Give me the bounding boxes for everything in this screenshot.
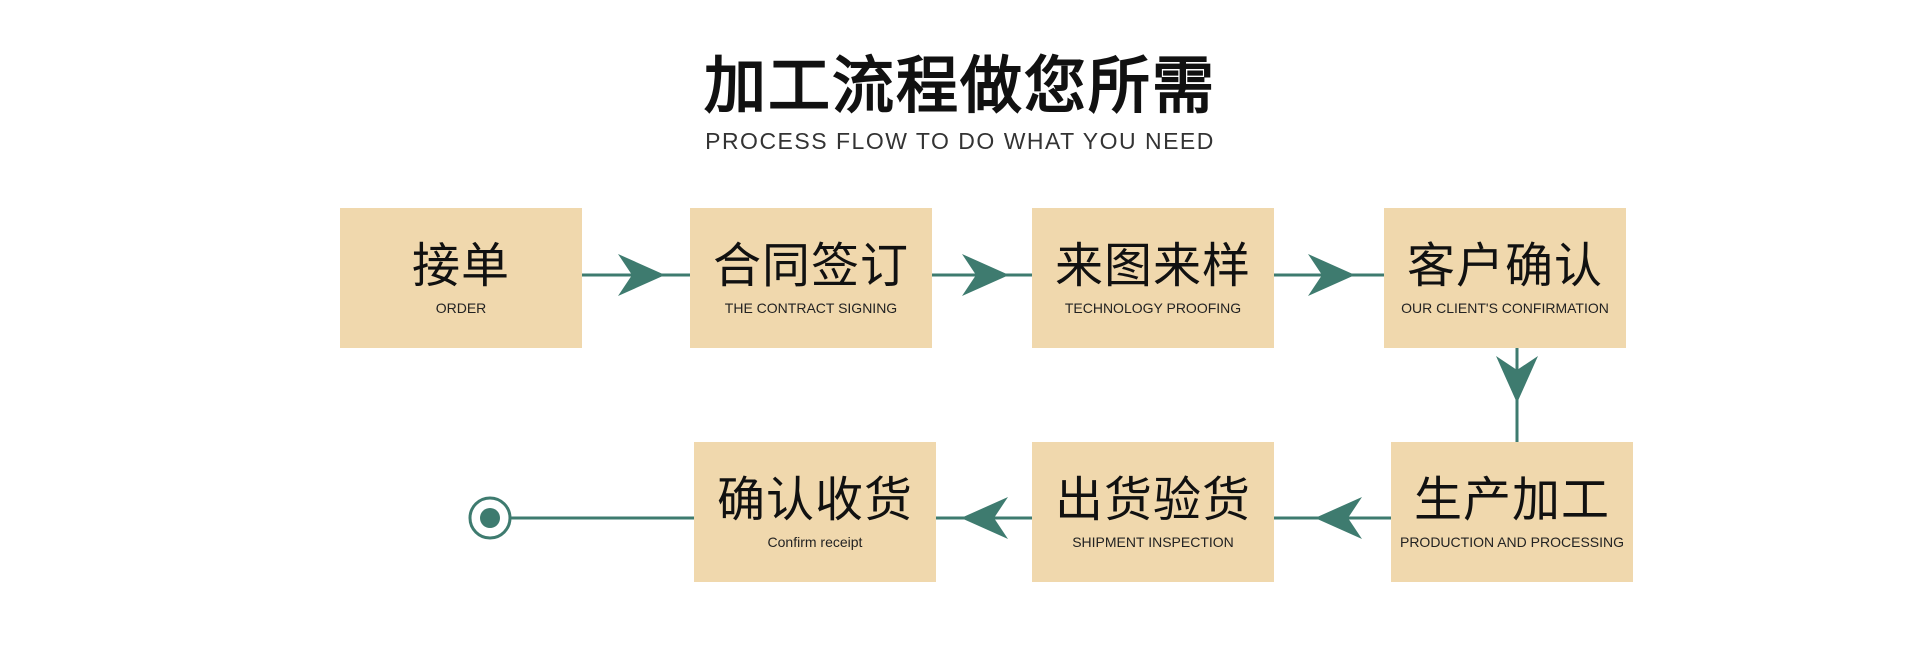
step-client-confirmation: 客户确认 OUR CLIENT'S CONFIRMATION bbox=[1384, 208, 1626, 348]
step-title-en: OUR CLIENT'S CONFIRMATION bbox=[1401, 300, 1609, 316]
step-title-en: THE CONTRACT SIGNING bbox=[724, 300, 898, 316]
step-title-en: TECHNOLOGY PROOFING bbox=[1064, 300, 1242, 316]
step-title-en: SHIPMENT INSPECTION bbox=[1072, 534, 1234, 550]
end-point-icon bbox=[468, 496, 512, 540]
step-production-processing: 生产加工 PRODUCTION AND PROCESSING bbox=[1391, 442, 1633, 582]
step-title-en: PRODUCTION AND PROCESSING bbox=[1399, 534, 1625, 550]
step-title-cn: 合同签订 bbox=[712, 238, 909, 294]
arrowhead-icon bbox=[1315, 497, 1362, 539]
step-title-cn: 生产加工 bbox=[1413, 472, 1610, 528]
step-title-en: Confirm receipt bbox=[767, 534, 863, 550]
step-title-cn: 客户确认 bbox=[1406, 238, 1603, 294]
step-shipment-inspection: 出货验货 SHIPMENT INSPECTION bbox=[1032, 442, 1274, 582]
arrowhead-icon bbox=[1308, 254, 1355, 296]
page-title: 加工流程做您所需 bbox=[703, 49, 1216, 122]
arrowhead-icon bbox=[961, 497, 1008, 539]
step-title-en: ORDER bbox=[435, 300, 487, 316]
step-title-cn: 确认收货 bbox=[716, 472, 913, 528]
arrowhead-icon bbox=[962, 254, 1009, 296]
step-contract-signing: 合同签订 THE CONTRACT SIGNING bbox=[690, 208, 932, 348]
step-title-cn: 出货验货 bbox=[1054, 472, 1251, 528]
arrowhead-icon bbox=[618, 254, 665, 296]
step-order: 接单 ORDER bbox=[340, 208, 582, 348]
step-technology-proofing: 来图来样 TECHNOLOGY PROOFING bbox=[1032, 208, 1274, 348]
arrowhead-icon bbox=[1496, 356, 1538, 403]
step-title-cn: 接单 bbox=[411, 238, 510, 294]
page-subtitle: PROCESS FLOW TO DO WHAT YOU NEED bbox=[705, 128, 1215, 154]
step-title-cn: 来图来样 bbox=[1054, 238, 1251, 294]
step-confirm-receipt: 确认收货 Confirm receipt bbox=[694, 442, 936, 582]
